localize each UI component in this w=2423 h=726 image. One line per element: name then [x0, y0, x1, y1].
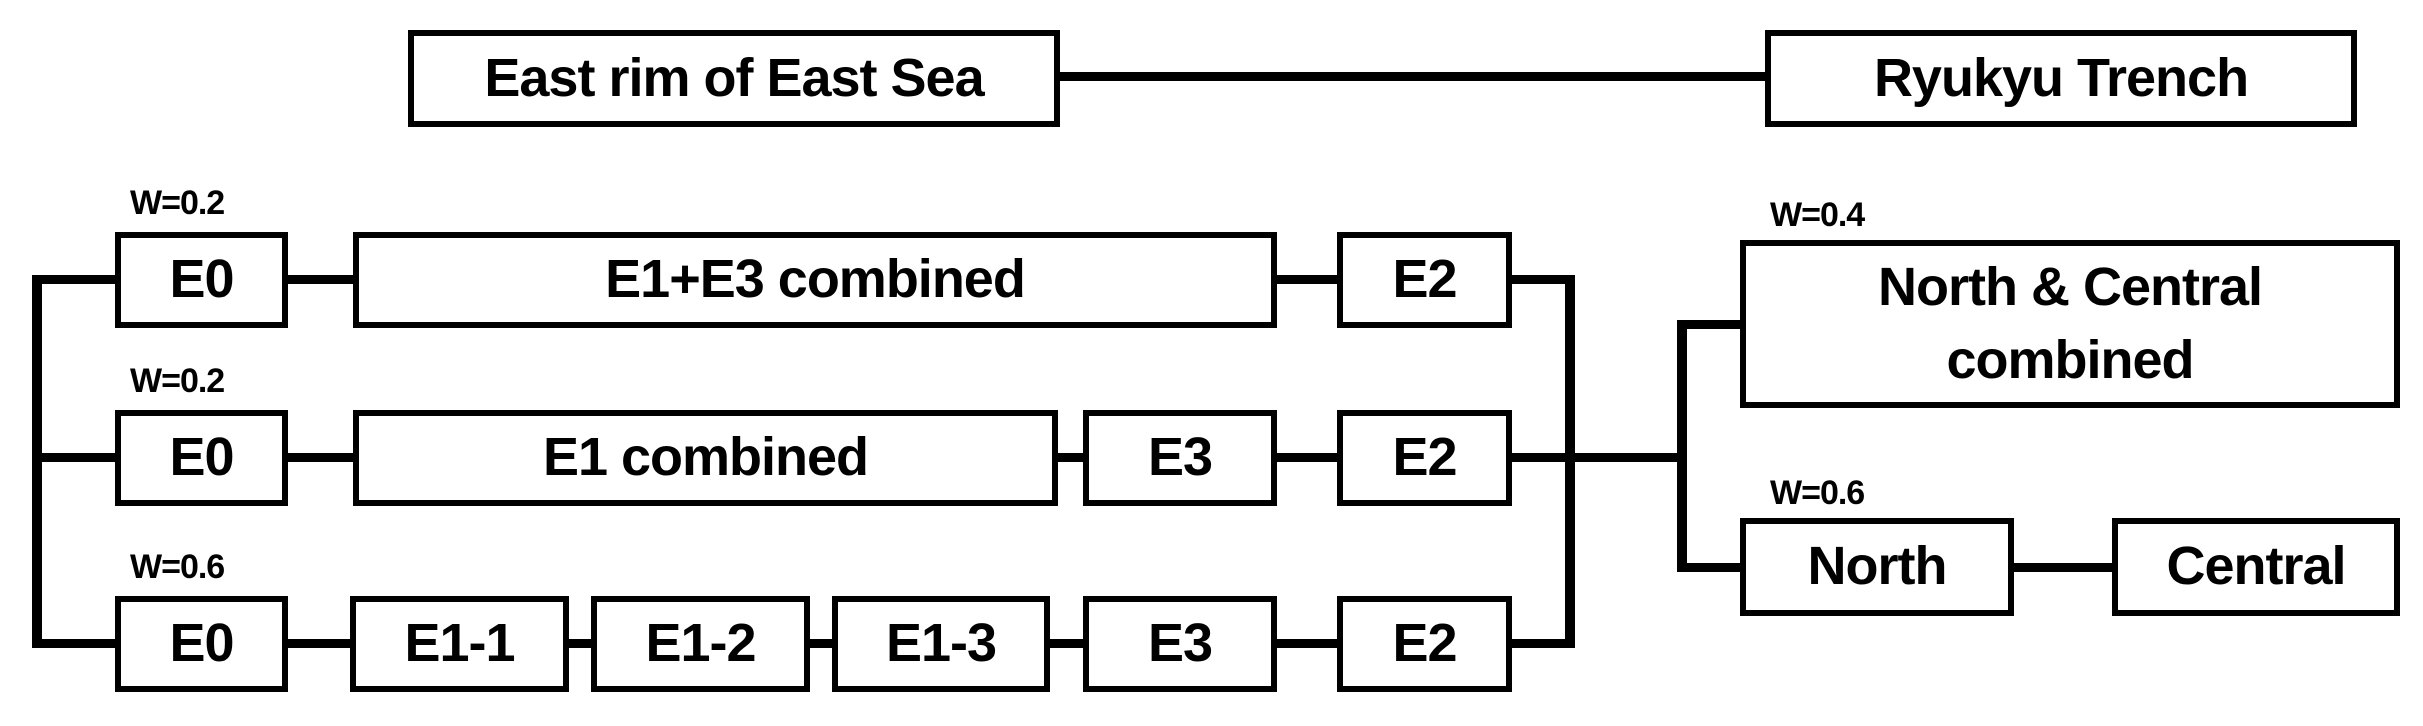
connector-north-central	[2014, 563, 2112, 572]
stub-to-north	[1677, 563, 1740, 572]
branch1-node-e0: E0	[115, 232, 288, 328]
connector-branch1-e0-e1e3	[288, 275, 353, 284]
node-ryukyu-trench: Ryukyu Trench	[1765, 30, 2357, 127]
connector-branch3-e11-e12	[569, 639, 591, 648]
branch2-node-e2: E2	[1337, 410, 1512, 506]
connector-branch3-e13-e3	[1050, 639, 1083, 648]
stub-right-branch1	[1512, 275, 1575, 284]
branch2-node-e0: E0	[115, 410, 288, 506]
stub-to-north-central-combined	[1677, 320, 1740, 329]
weight-label-branch1: W=0.2	[130, 184, 225, 222]
split-vertical-right-tree	[1677, 320, 1687, 572]
branch1-node-e1e3-combined: E1+E3 combined	[353, 232, 1277, 328]
connector-merge-to-right-tree	[1512, 453, 1687, 462]
branch2-node-e3: E3	[1083, 410, 1277, 506]
connector-branch3-e12-e13	[810, 639, 832, 648]
connector-branch3-e0-e11	[288, 639, 350, 648]
weight-label-north-central-combined: W=0.4	[1770, 196, 1865, 234]
node-north-central-combined: North & Central combined	[1740, 240, 2400, 408]
branch3-node-e2: E2	[1337, 596, 1512, 692]
connector-branch2-e0-e1comb	[288, 453, 353, 462]
branch3-node-e0: E0	[115, 596, 288, 692]
weight-label-north: W=0.6	[1770, 474, 1865, 512]
stub-left-branch3	[32, 639, 115, 648]
stub-left-branch2	[32, 453, 115, 462]
connector-east-rim-to-ryukyu	[1060, 72, 1765, 81]
connector-branch1-e1e3-e2	[1277, 275, 1337, 284]
merge-vertical-left-tree	[1565, 275, 1575, 648]
branch3-node-e1-2: E1-2	[591, 596, 810, 692]
branch1-node-e2: E2	[1337, 232, 1512, 328]
node-central: Central	[2112, 518, 2400, 616]
branch2-node-e1-combined: E1 combined	[353, 410, 1058, 506]
branch3-node-e1-3: E1-3	[832, 596, 1050, 692]
node-east-rim-of-east-sea: East rim of East Sea	[408, 30, 1060, 127]
stub-left-branch1	[32, 275, 115, 284]
connector-branch2-e3-e2	[1277, 453, 1337, 462]
weight-label-branch2: W=0.2	[130, 362, 225, 400]
branch3-node-e1-1: E1-1	[350, 596, 569, 692]
branch3-node-e3: E3	[1083, 596, 1277, 692]
connector-branch3-e3-e2	[1277, 639, 1337, 648]
connector-branch2-e1comb-e3	[1058, 453, 1083, 462]
stub-right-branch3	[1512, 639, 1575, 648]
weight-label-branch3: W=0.6	[130, 548, 225, 586]
node-north: North	[1740, 518, 2014, 616]
